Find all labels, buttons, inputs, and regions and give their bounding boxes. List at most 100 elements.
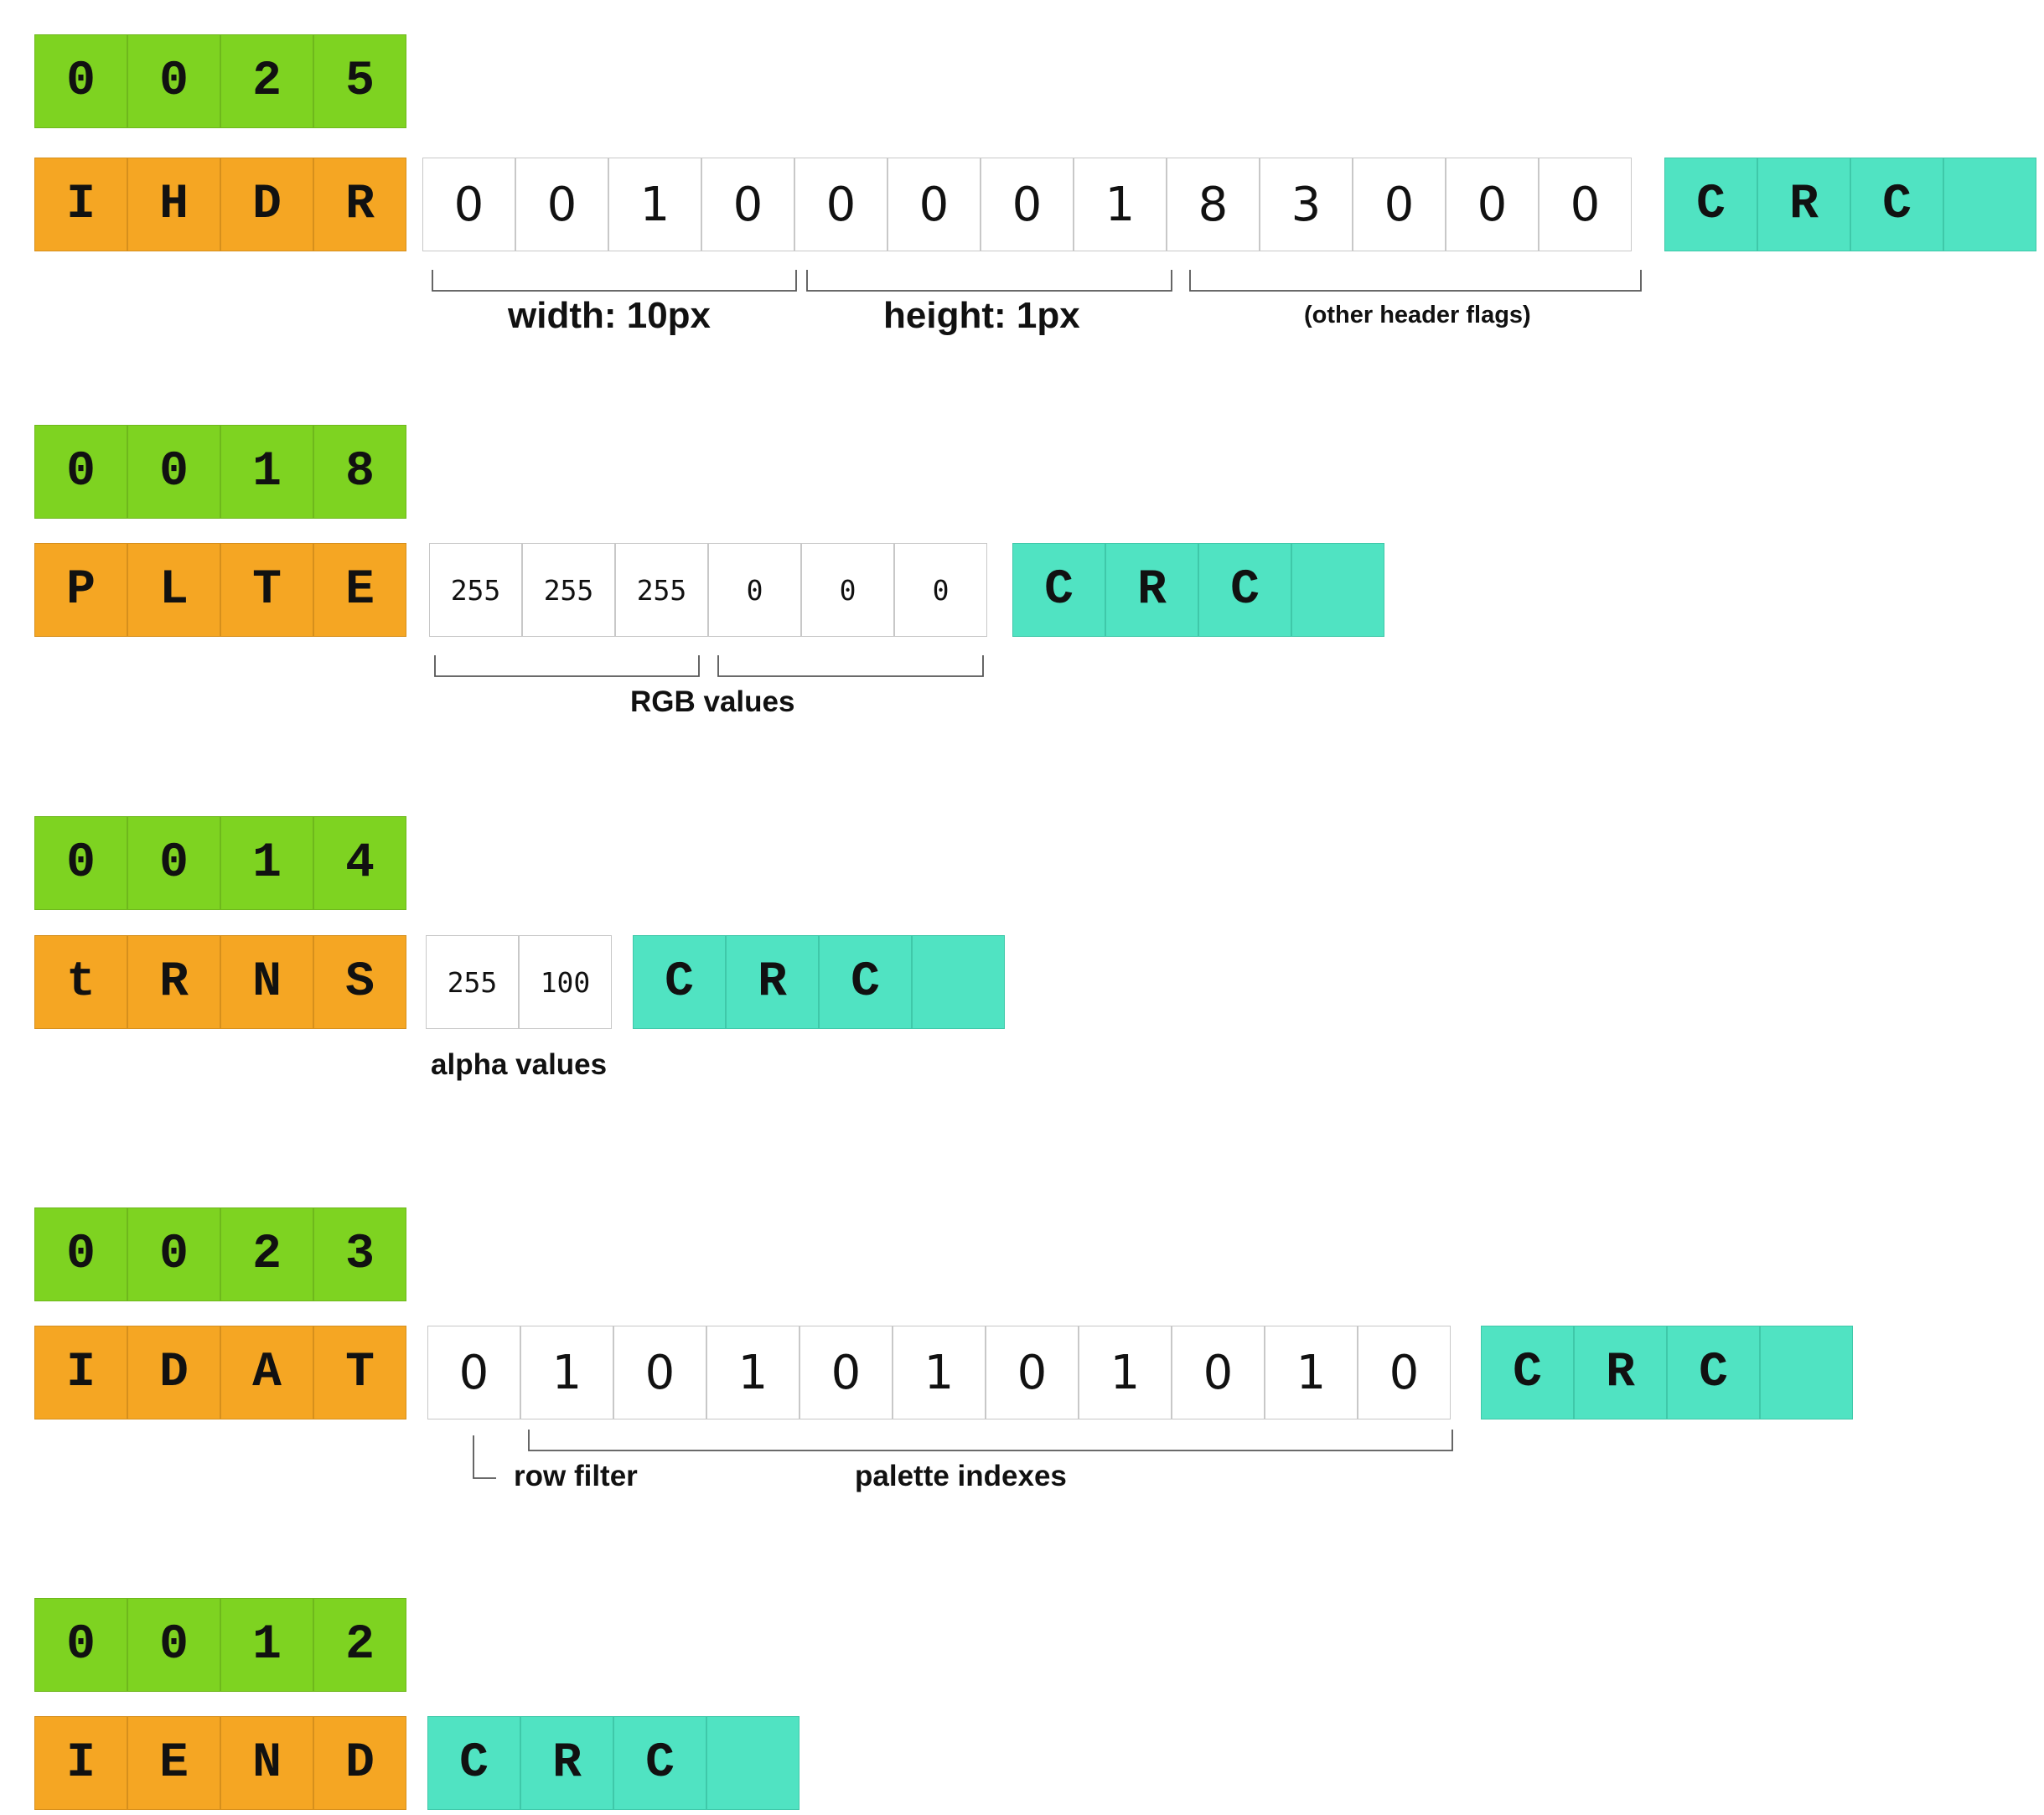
type-byte: D (313, 1716, 406, 1810)
length-byte: 8 (313, 425, 406, 519)
crc-byte: C (633, 935, 726, 1029)
idat-indexes-bracket (528, 1430, 1453, 1451)
data-byte: 255 (615, 543, 708, 637)
crc-byte: C (819, 935, 912, 1029)
length-byte: 2 (220, 34, 313, 128)
ihdr-height-bracket (806, 270, 1172, 292)
type-byte: R (313, 158, 406, 251)
crc-byte (1943, 158, 2036, 251)
crc-byte (912, 935, 1005, 1029)
length-byte: 0 (34, 816, 127, 910)
type-byte: P (34, 543, 127, 637)
data-byte: 0 (701, 158, 794, 251)
data-byte: 0 (515, 158, 608, 251)
crc-byte (706, 1716, 799, 1810)
crc-byte: C (427, 1716, 520, 1810)
type-byte: N (220, 935, 313, 1029)
data-byte: 3 (1260, 158, 1353, 251)
data-byte: 0 (1539, 158, 1632, 251)
type-byte: S (313, 935, 406, 1029)
length-byte: 0 (127, 1207, 220, 1301)
type-byte: D (127, 1326, 220, 1419)
data-byte: 1 (1074, 158, 1167, 251)
crc-byte: R (520, 1716, 613, 1810)
ihdr-width-bracket (432, 270, 797, 292)
type-byte: I (34, 1326, 127, 1419)
type-byte: H (127, 158, 220, 251)
data-byte: 0 (794, 158, 887, 251)
data-byte: 1 (520, 1326, 613, 1419)
crc-byte: R (1574, 1326, 1667, 1419)
crc-byte: C (1012, 543, 1105, 637)
trns-alpha-label: alpha values (431, 1048, 608, 1081)
data-byte: 0 (894, 543, 987, 637)
length-byte: 1 (220, 1598, 313, 1692)
plte-rgb-bracket-1 (434, 655, 700, 677)
type-byte: I (34, 1716, 127, 1810)
type-byte: E (127, 1716, 220, 1810)
data-byte: 0 (799, 1326, 893, 1419)
length-byte: 0 (127, 34, 220, 128)
ihdr-width-label: width: 10px (508, 295, 712, 336)
crc-byte (1760, 1326, 1853, 1419)
data-byte: 0 (887, 158, 981, 251)
data-byte: 1 (608, 158, 701, 251)
crc-byte: C (1481, 1326, 1574, 1419)
data-byte: 0 (986, 1326, 1079, 1419)
data-byte: 0 (422, 158, 515, 251)
crc-byte: C (1850, 158, 1943, 251)
data-byte: 0 (708, 543, 801, 637)
length-byte: 4 (313, 816, 406, 910)
type-byte: A (220, 1326, 313, 1419)
length-byte: 0 (34, 1207, 127, 1301)
type-byte: T (220, 543, 313, 637)
type-byte: I (34, 158, 127, 251)
crc-byte: C (613, 1716, 706, 1810)
data-byte: 255 (426, 935, 519, 1029)
crc-byte (1291, 543, 1384, 637)
data-byte: 0 (1353, 158, 1446, 251)
data-byte: 0 (1446, 158, 1539, 251)
type-byte: E (313, 543, 406, 637)
data-byte: 0 (981, 158, 1074, 251)
type-byte: t (34, 935, 127, 1029)
length-byte: 0 (34, 34, 127, 128)
idat-indexes-label: palette indexes (855, 1460, 1067, 1492)
data-byte: 255 (522, 543, 615, 637)
data-byte: 0 (1358, 1326, 1451, 1419)
type-byte: T (313, 1326, 406, 1419)
length-byte: 0 (34, 425, 127, 519)
length-byte: 1 (220, 425, 313, 519)
plte-rgb-label: RGB values (630, 685, 795, 718)
crc-byte: C (1198, 543, 1291, 637)
data-byte: 1 (1265, 1326, 1358, 1419)
data-byte: 0 (801, 543, 894, 637)
idat-filter-label: row filter (514, 1460, 638, 1492)
length-byte: 1 (220, 816, 313, 910)
length-byte: 0 (127, 1598, 220, 1692)
length-byte: 0 (127, 816, 220, 910)
type-byte: N (220, 1716, 313, 1810)
idat-filter-bracket (473, 1435, 496, 1479)
length-byte: 0 (34, 1598, 127, 1692)
data-byte: 0 (1172, 1326, 1265, 1419)
crc-byte: C (1667, 1326, 1760, 1419)
data-byte: 255 (429, 543, 522, 637)
crc-byte: R (726, 935, 819, 1029)
data-byte: 100 (519, 935, 612, 1029)
length-byte: 2 (313, 1598, 406, 1692)
length-byte: 2 (220, 1207, 313, 1301)
crc-byte: C (1664, 158, 1757, 251)
type-byte: L (127, 543, 220, 637)
data-byte: 0 (613, 1326, 706, 1419)
crc-byte: R (1757, 158, 1850, 251)
data-byte: 1 (1079, 1326, 1172, 1419)
ihdr-height-label: height: 1px (883, 295, 1080, 336)
length-byte: 3 (313, 1207, 406, 1301)
data-byte: 8 (1167, 158, 1260, 251)
plte-rgb-bracket-2 (717, 655, 984, 677)
type-byte: D (220, 158, 313, 251)
ihdr-flags-bracket (1189, 270, 1642, 292)
data-byte: 0 (427, 1326, 520, 1419)
